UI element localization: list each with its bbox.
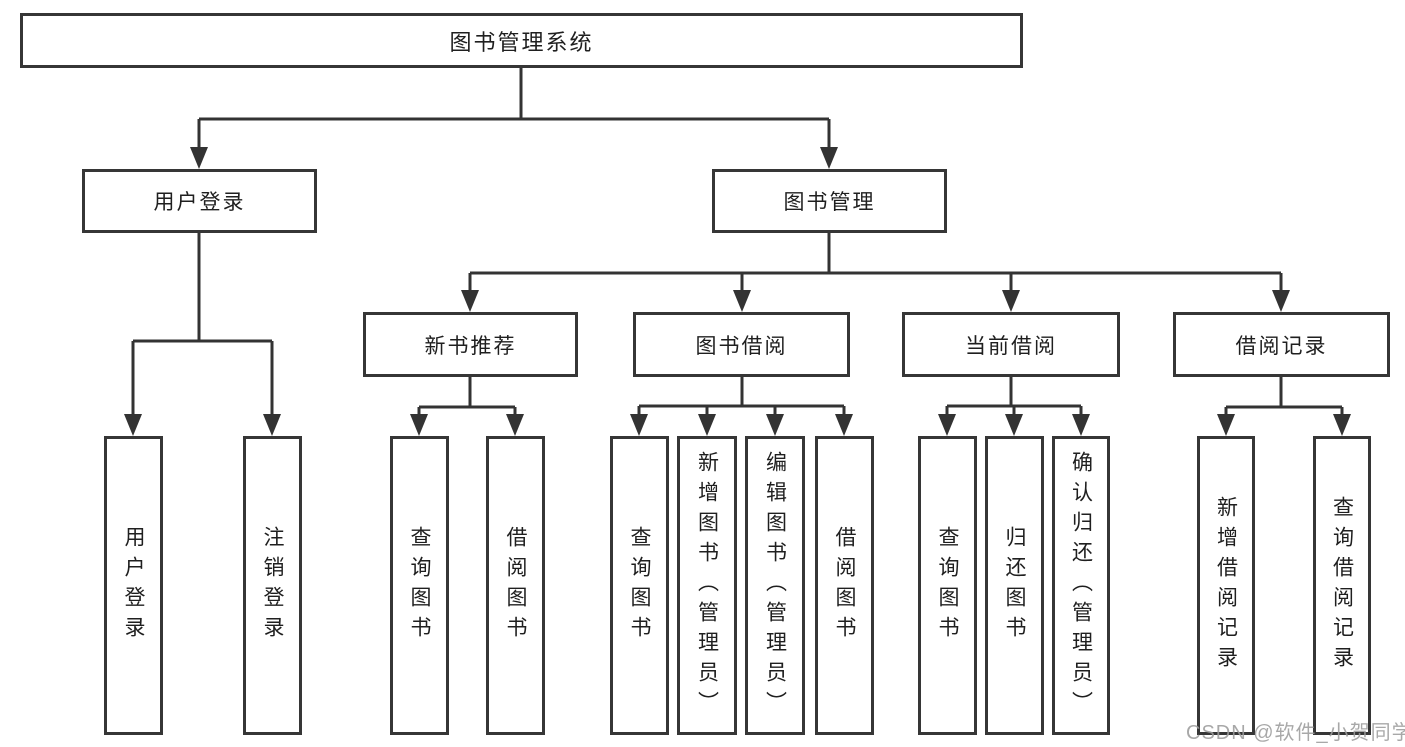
- node-label: 当前借阅: [965, 334, 1057, 358]
- node-new-book-recommend: 新书推荐: [363, 312, 578, 377]
- node-label: 图书管理系统: [449, 29, 594, 55]
- leaf-query-borrow-record: 查询借阅记录: [1313, 436, 1371, 735]
- leaf-label: 借阅图书: [833, 525, 856, 646]
- leaf-label: 确认归还（管理员）: [1069, 450, 1093, 721]
- node-book-management-branch: 图书管理: [712, 169, 947, 233]
- node-label: 借阅记录: [1235, 334, 1328, 358]
- leaf-label: 查询图书: [628, 525, 651, 646]
- leaf-user-login: 用户登录: [104, 436, 163, 735]
- node-label: 新书推荐: [424, 334, 517, 358]
- leaf-add-borrow-record: 新增借阅记录: [1197, 436, 1255, 735]
- leaf-label: 编辑图书（管理员）: [763, 450, 787, 721]
- node-user-login-branch: 用户登录: [82, 169, 317, 233]
- leaf-return-books: 归还图书: [985, 436, 1044, 735]
- leaf-edit-books-admin: 编辑图书（管理员）: [745, 436, 805, 735]
- leaf-query-books-borrowing: 查询图书: [610, 436, 669, 735]
- node-borrowing-records: 借阅记录: [1173, 312, 1390, 377]
- leaf-confirm-return-admin: 确认归还（管理员）: [1052, 436, 1110, 735]
- node-current-borrowing: 当前借阅: [902, 312, 1120, 377]
- node-label: 图书管理: [783, 191, 876, 214]
- node-library-management-system: 图书管理系统: [20, 13, 1023, 68]
- node-label: 图书借阅: [695, 334, 788, 358]
- leaf-label: 借阅图书: [504, 525, 527, 646]
- leaf-query-books-current: 查询图书: [918, 436, 977, 735]
- leaf-borrow-books-borrowing: 借阅图书: [815, 436, 874, 735]
- leaf-label: 查询借阅记录: [1330, 495, 1354, 676]
- leaf-logout: 注销登录: [243, 436, 302, 735]
- leaf-label: 注销登录: [261, 525, 284, 646]
- node-label: 用户登录: [153, 191, 246, 214]
- node-book-borrowing: 图书借阅: [633, 312, 850, 377]
- csdn-watermark: CSDN @软件_小贺同学: [1186, 722, 1405, 744]
- leaf-borrow-books-recommend: 借阅图书: [486, 436, 545, 735]
- leaf-label: 查询图书: [408, 525, 431, 646]
- leaf-label: 用户登录: [122, 525, 145, 646]
- leaf-query-books-recommend: 查询图书: [390, 436, 449, 735]
- leaf-label: 查询图书: [936, 525, 959, 646]
- leaf-label: 新增图书（管理员）: [695, 450, 719, 721]
- leaf-label: 归还图书: [1003, 525, 1026, 646]
- leaf-label: 新增借阅记录: [1214, 495, 1238, 676]
- leaf-add-books-admin: 新增图书（管理员）: [677, 436, 737, 735]
